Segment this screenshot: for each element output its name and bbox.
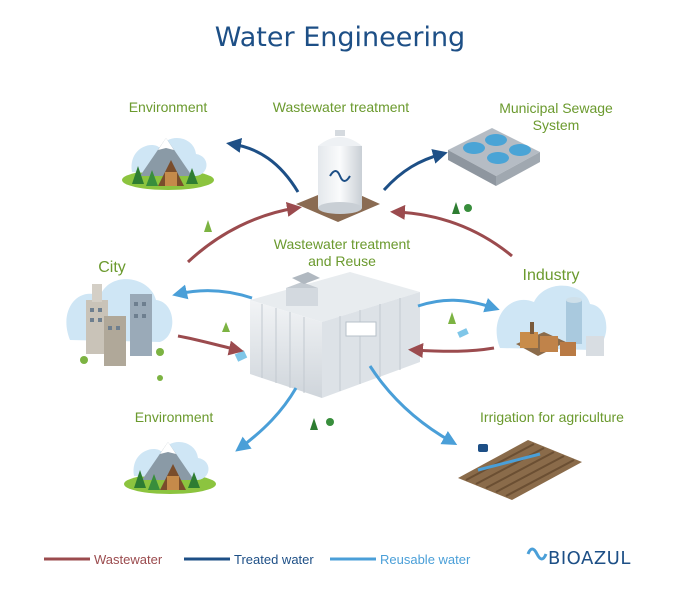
legend-wastewater-label: Wastewater (94, 552, 163, 567)
municipal-sewage-illustration (448, 128, 540, 186)
arrow-city-to-container (177, 334, 244, 356)
bioazul-logo-icon (526, 547, 548, 561)
arrow-tank-to-sewage (382, 149, 448, 192)
label-irrigation: Irrigation for agriculture (480, 409, 624, 425)
label-municipal-sewage-line1: Municipal Sewage (499, 100, 613, 116)
brand-name: BIOAZUL (548, 548, 631, 569)
arrow-container-to-irrigation (368, 365, 458, 445)
label-treatment-reuse-line1: Wastewater treatment (273, 236, 411, 252)
flow-arrows (172, 137, 513, 452)
treatment-reuse-container-illustration (222, 272, 420, 398)
label-environment-top: Environment (128, 99, 208, 115)
environment-bottom-illustration (124, 441, 216, 494)
arrow-container-to-environment (235, 387, 298, 452)
arrow-container-to-industry (417, 298, 500, 313)
label-environment-bottom: Environment (134, 409, 214, 425)
wastewater-treatment-tank-illustration (296, 130, 380, 222)
city-illustration (66, 279, 173, 381)
label-wastewater-treatment: Wastewater treatment (272, 99, 410, 115)
arrow-tank-to-environment (226, 137, 300, 193)
label-municipal-sewage: Municipal Sewage System (486, 100, 626, 134)
irrigation-illustration (458, 440, 582, 500)
label-municipal-sewage-line2: System (532, 117, 580, 133)
decorative-trees (204, 202, 472, 430)
legend-treated-water-label: Treated water (234, 552, 314, 567)
label-city: City (98, 259, 126, 276)
arrow-container-to-city (172, 284, 253, 300)
arrow-industry-to-tank (390, 204, 513, 258)
page-title: Water Engineering (214, 22, 466, 53)
legend-reusable-water-label: Reusable water (380, 552, 471, 567)
arrow-city-to-tank (186, 201, 302, 264)
label-treatment-reuse-line2: and Reuse (308, 253, 376, 269)
label-treatment-reuse: Wastewater treatment and Reuse (250, 236, 434, 270)
label-industry: Industry (522, 267, 580, 284)
arrow-industry-to-container (408, 343, 495, 359)
industry-illustration (496, 285, 607, 356)
environment-top-illustration (122, 137, 214, 190)
